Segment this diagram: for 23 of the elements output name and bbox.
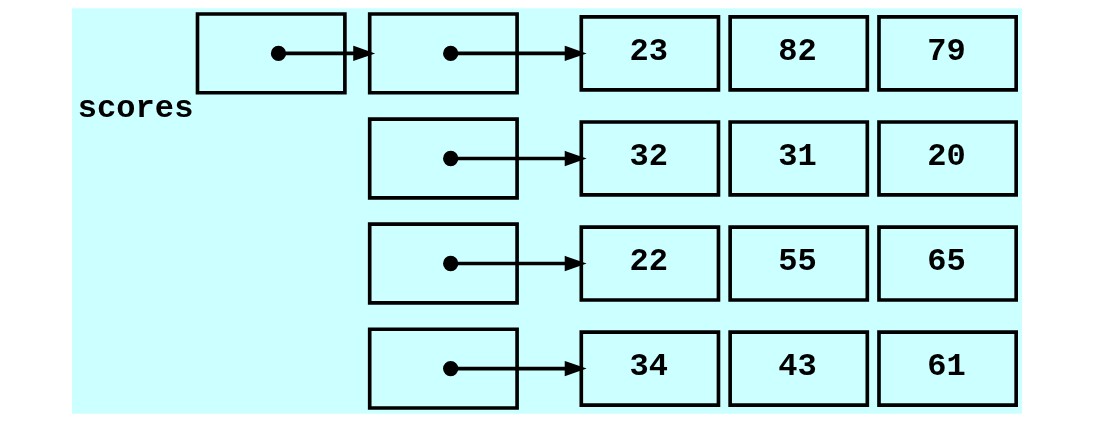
node-box: 61	[877, 330, 1018, 407]
node-box: 82	[728, 15, 870, 92]
node-box: 31	[728, 120, 870, 197]
node-box: 20	[877, 120, 1018, 197]
node-box	[367, 327, 519, 410]
node-box	[367, 117, 519, 200]
node-box	[367, 222, 519, 305]
node-box: 32	[579, 120, 721, 197]
node-box	[367, 12, 519, 95]
arrow	[443, 150, 587, 167]
node-box: 34	[579, 330, 721, 407]
arrow	[443, 45, 587, 62]
arrow	[270, 45, 376, 62]
node-box: 23	[579, 15, 721, 92]
node-box: 65	[877, 225, 1018, 302]
node-box	[195, 12, 347, 95]
node-label: scores	[77, 90, 194, 128]
node-box: 22	[579, 225, 721, 302]
node-box: 43	[728, 330, 870, 407]
arrow	[443, 360, 587, 377]
node-box: 55	[728, 225, 870, 302]
arrow	[443, 255, 587, 272]
node-box: 79	[877, 15, 1018, 92]
